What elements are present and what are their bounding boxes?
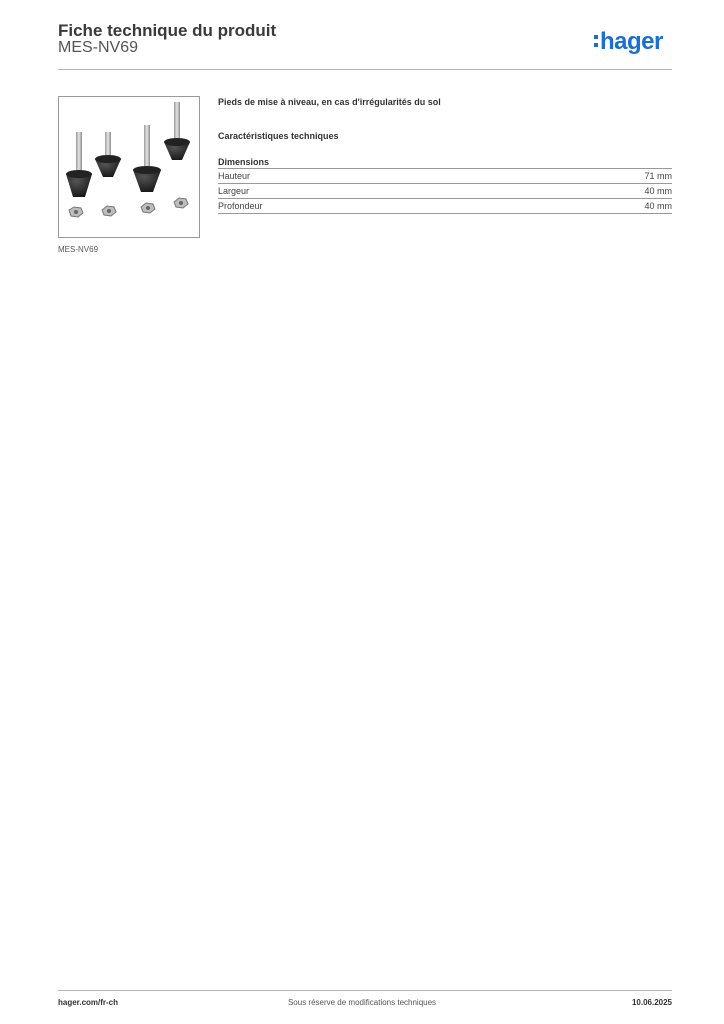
header-divider — [58, 69, 672, 70]
footer-date: 10.06.2025 — [631, 998, 672, 1007]
section-title: Caractéristiques techniques — [218, 131, 339, 141]
group-title: Dimensions — [218, 157, 270, 167]
logo-dots-icon — [594, 35, 598, 51]
product-image — [58, 96, 200, 238]
footer-divider — [58, 990, 672, 991]
row-label: Profondeur — [218, 201, 263, 211]
leveling-feet-illustration — [66, 102, 190, 218]
image-caption: MES-NV69 — [58, 245, 99, 254]
footer-website-link[interactable]: hager.com/fr-ch — [58, 998, 119, 1007]
row-value: 71 mm — [644, 171, 672, 181]
product-description: Pieds de mise à niveau, en cas d'irrégul… — [218, 97, 441, 107]
row-label: Largeur — [218, 186, 250, 196]
logo-text: hager — [600, 28, 663, 55]
footer-notice: Sous réserve de modifications techniques — [287, 998, 437, 1007]
product-reference: MES-NV69 — [58, 39, 139, 56]
document-title: Fiche technique du produit — [58, 21, 277, 40]
row-value: 40 mm — [644, 186, 672, 196]
table-row: Hauteur 71 mm — [218, 169, 672, 184]
hager-logo: hager — [594, 28, 663, 56]
row-value: 40 mm — [644, 201, 672, 211]
row-label: Hauteur — [218, 171, 251, 181]
table-row: Largeur 40 mm — [218, 184, 672, 199]
dimensions-table: Hauteur 71 mm Largeur 40 mm Profondeur 4… — [218, 168, 672, 214]
table-row: Profondeur 40 mm — [218, 199, 672, 214]
